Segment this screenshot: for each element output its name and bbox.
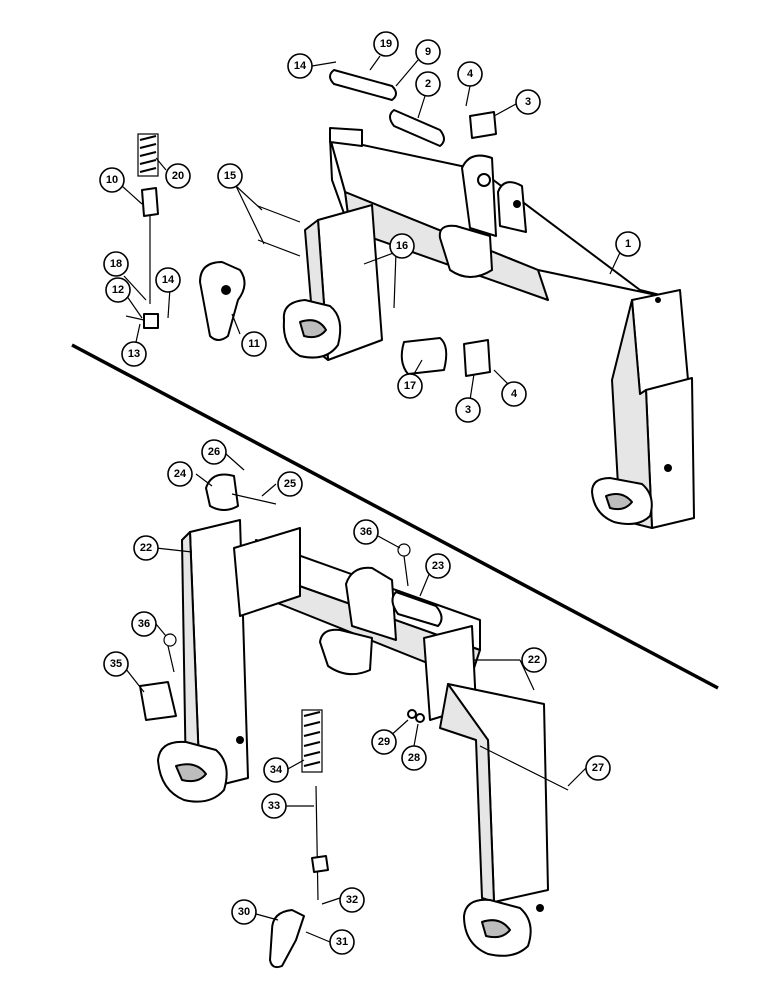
callout-2: 2: [415, 71, 441, 97]
svg-text:19: 19: [380, 38, 392, 50]
callout-bubbles: 1 2 3 3 4 4 9 10 11 12 13 14 14 15 16 17…: [99, 31, 641, 955]
callout-34: 34: [263, 757, 289, 783]
callout-19: 19: [373, 31, 399, 57]
svg-text:12: 12: [112, 284, 124, 296]
svg-text:29: 29: [378, 736, 390, 748]
callout-32: 32: [339, 887, 365, 913]
svg-text:20: 20: [172, 170, 184, 182]
svg-text:30: 30: [238, 906, 250, 918]
svg-text:4: 4: [511, 388, 518, 400]
svg-text:14: 14: [162, 274, 175, 286]
callout-28: 28: [401, 745, 427, 771]
callout-23: 23: [425, 553, 451, 579]
callout-12: 12: [105, 277, 131, 303]
callout-33: 33: [261, 793, 287, 819]
svg-text:22: 22: [140, 542, 152, 554]
callout-14: 14: [155, 267, 181, 293]
svg-text:36: 36: [360, 526, 372, 538]
callout-30: 30: [231, 899, 257, 925]
svg-text:1: 1: [625, 238, 631, 250]
callout-17: 17: [397, 373, 423, 399]
callout-10: 10: [99, 167, 125, 193]
svg-text:22: 22: [528, 654, 540, 666]
callout-1: 1: [615, 231, 641, 257]
svg-text:25: 25: [284, 478, 296, 490]
svg-text:26: 26: [208, 446, 220, 458]
svg-text:28: 28: [408, 752, 420, 764]
callout-15: 15: [217, 163, 243, 189]
svg-text:27: 27: [592, 762, 604, 774]
callout-18: 18: [103, 251, 129, 277]
callout-4: 4: [501, 381, 527, 407]
svg-text:33: 33: [268, 800, 280, 812]
callout-35: 35: [103, 651, 129, 677]
section-divider: [71, 343, 719, 690]
callout-4: 4: [457, 61, 483, 87]
callout-31: 31: [329, 929, 355, 955]
svg-text:13: 13: [128, 348, 140, 360]
svg-text:9: 9: [425, 46, 431, 58]
callout-26: 26: [201, 439, 227, 465]
svg-text:3: 3: [465, 404, 471, 416]
svg-text:34: 34: [270, 764, 283, 776]
lower-hitch-frame: [157, 519, 549, 957]
svg-text:14: 14: [294, 60, 307, 72]
svg-text:32: 32: [346, 894, 358, 906]
svg-text:2: 2: [425, 78, 431, 90]
upper-hitch-frame: [282, 127, 695, 529]
svg-text:4: 4: [467, 68, 474, 80]
callout-16: 16: [389, 233, 415, 259]
svg-text:15: 15: [224, 170, 236, 182]
svg-text:31: 31: [336, 936, 348, 948]
callout-27: 27: [585, 755, 611, 781]
upper-small-parts: [125, 69, 497, 377]
svg-text:3: 3: [525, 96, 531, 108]
svg-text:11: 11: [248, 338, 260, 350]
callout-22: 22: [521, 647, 547, 673]
callout-11: 11: [241, 331, 267, 357]
callout-3: 3: [455, 397, 481, 423]
callout-22: 22: [133, 535, 159, 561]
callout-9: 9: [415, 39, 441, 65]
callout-36: 36: [353, 519, 379, 545]
callout-13: 13: [121, 341, 147, 367]
svg-text:23: 23: [432, 560, 444, 572]
callout-36: 36: [131, 611, 157, 637]
lower-small-parts: [139, 473, 569, 969]
svg-text:10: 10: [106, 174, 118, 186]
svg-text:18: 18: [110, 258, 122, 270]
callout-14: 14: [287, 53, 313, 79]
svg-text:17: 17: [404, 380, 416, 392]
svg-text:24: 24: [174, 468, 187, 480]
callout-20: 20: [165, 163, 191, 189]
callout-3: 3: [515, 89, 541, 115]
svg-text:16: 16: [396, 240, 408, 252]
svg-text:36: 36: [138, 618, 150, 630]
svg-text:35: 35: [110, 658, 122, 670]
callout-24: 24: [167, 461, 193, 487]
callout-25: 25: [277, 471, 303, 497]
callout-29: 29: [371, 729, 397, 755]
